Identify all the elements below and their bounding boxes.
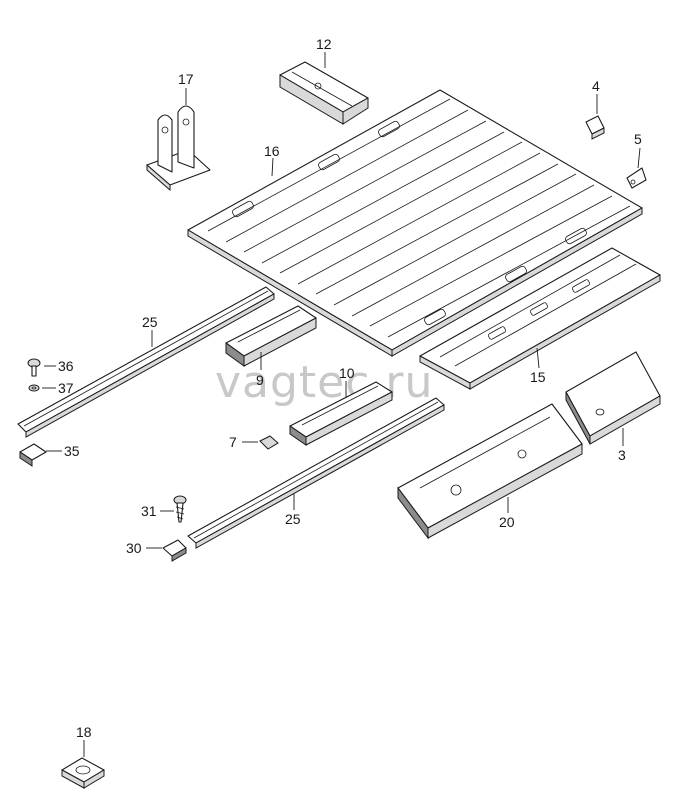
part-10-support[interactable]: [289, 381, 393, 446]
part-17-bracket-stand[interactable]: [146, 105, 211, 192]
callout-16: 16: [264, 143, 280, 159]
callout-25-upper: 25: [142, 314, 158, 330]
callout-20: 20: [499, 514, 515, 530]
part-3-bracket[interactable]: [565, 351, 661, 445]
part-9-support[interactable]: [225, 305, 317, 367]
part-20-side-member[interactable]: [397, 403, 583, 540]
part-18-square-nut[interactable]: [61, 757, 105, 789]
part-30-clip[interactable]: [162, 539, 187, 562]
callout-7: 7: [229, 434, 237, 450]
callout-35: 35: [64, 443, 80, 459]
callout-37: 37: [58, 380, 74, 396]
watermark: vagtec.ru: [215, 357, 433, 408]
part-12-bracket[interactable]: [279, 61, 369, 125]
callout-30: 30: [126, 540, 142, 556]
part-5-clip[interactable]: [626, 167, 647, 189]
callout-4: 4: [592, 78, 600, 94]
callout-36: 36: [58, 358, 74, 374]
callout-25-lower: 25: [285, 511, 301, 527]
callout-18: 18: [76, 724, 92, 740]
part-4-clip[interactable]: [585, 115, 605, 140]
callout-3: 3: [618, 447, 626, 463]
part-37-washer[interactable]: [28, 384, 40, 392]
callout-15: 15: [530, 369, 546, 385]
part-25-upper-rail[interactable]: [17, 286, 275, 438]
part-36-screw[interactable]: [27, 358, 41, 377]
callout-10: 10: [339, 365, 355, 381]
callout-5: 5: [634, 131, 642, 147]
part-35-clip[interactable]: [19, 443, 47, 467]
callout-12: 12: [316, 36, 332, 52]
part-7-plate[interactable]: [259, 435, 279, 450]
part-25-lower-rail[interactable]: [187, 397, 445, 549]
callout-31: 31: [141, 503, 157, 519]
part-15-cross-member[interactable]: [419, 247, 661, 390]
callout-9: 9: [256, 372, 264, 388]
part-16-floor-panel[interactable]: [187, 89, 643, 357]
callout-17: 17: [178, 71, 194, 87]
part-31-screw[interactable]: [173, 495, 187, 523]
